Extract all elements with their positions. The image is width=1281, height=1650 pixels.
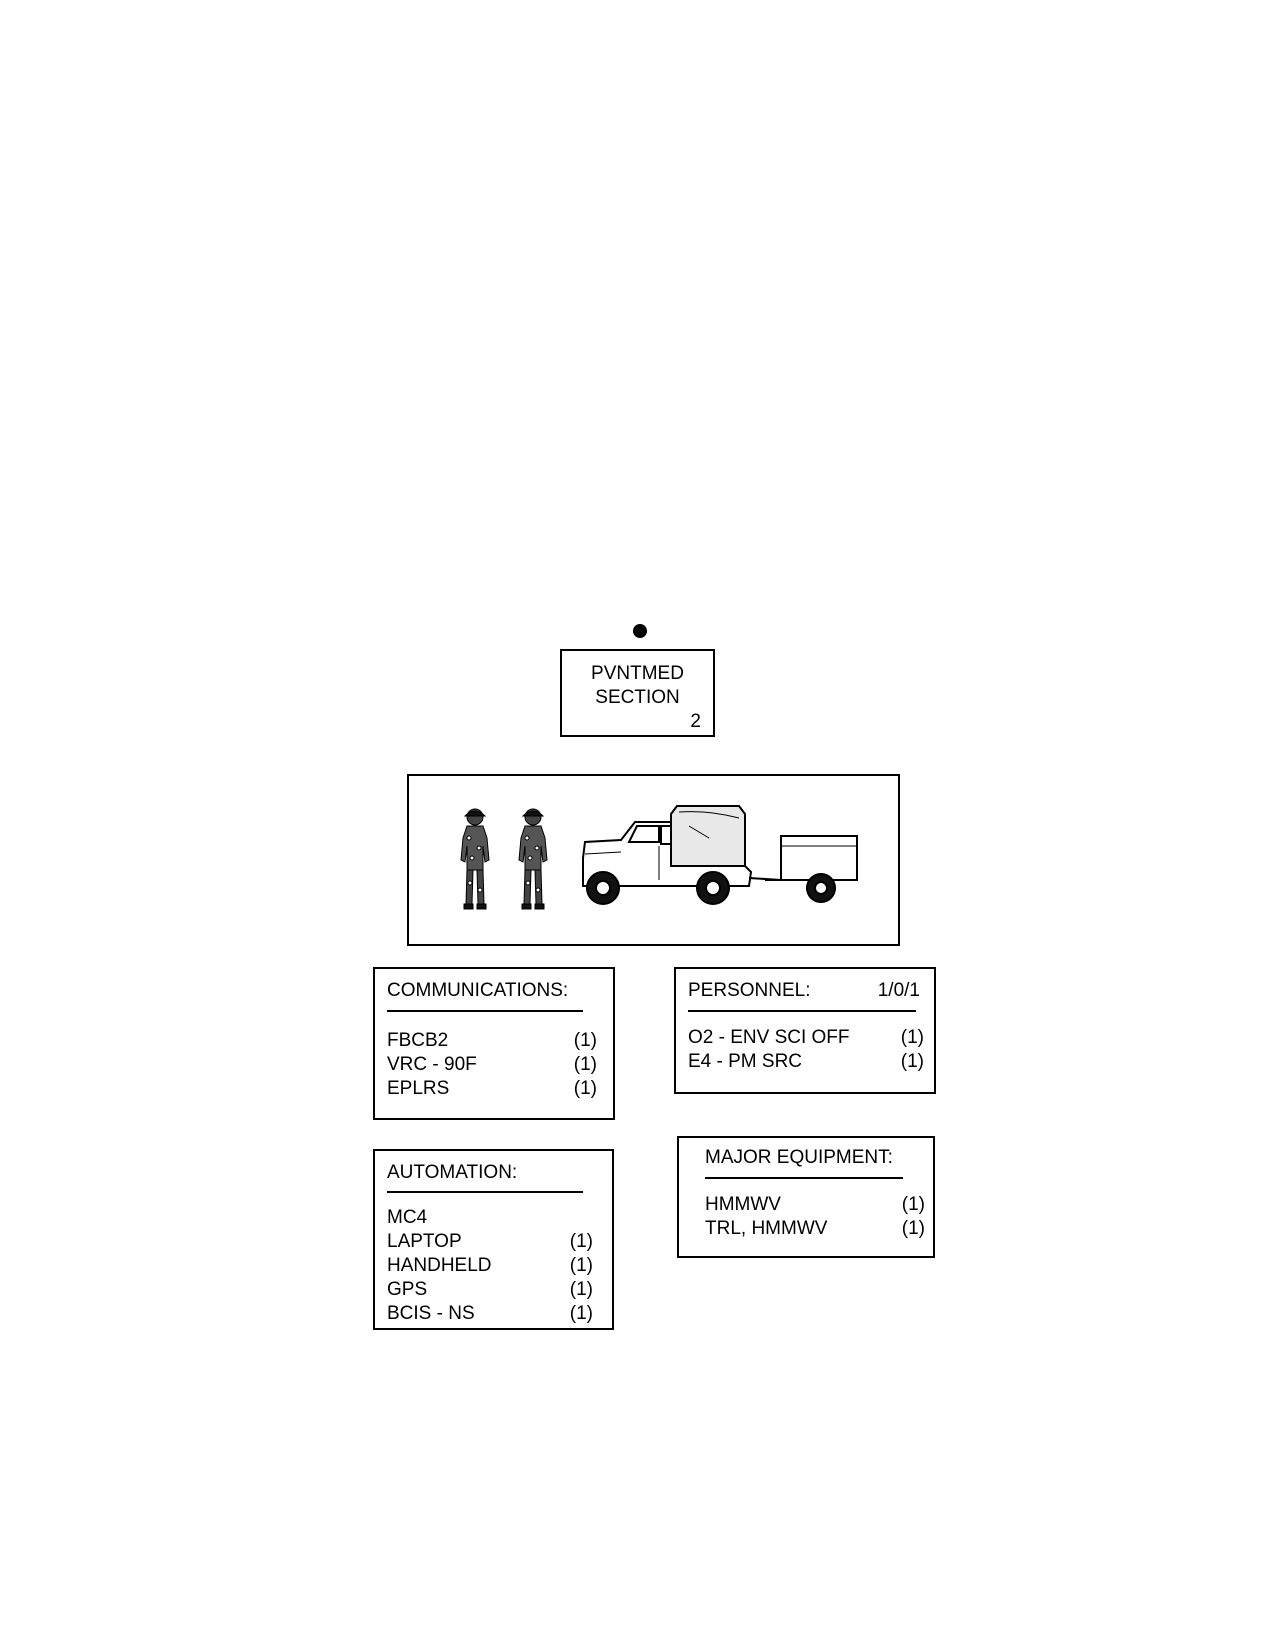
illustration-box bbox=[407, 774, 900, 946]
item-name: MC4 bbox=[387, 1207, 428, 1228]
item-name: TRL, HMMWV bbox=[705, 1218, 828, 1239]
item-qty: (1) bbox=[573, 1054, 597, 1075]
list-item: VRC - 90F (1) bbox=[387, 1053, 597, 1077]
personnel-title: PERSONNEL: bbox=[688, 980, 811, 1001]
item-name: VRC - 90F bbox=[387, 1054, 477, 1075]
list-item: GPS (1) bbox=[387, 1278, 593, 1302]
divider bbox=[387, 1010, 583, 1012]
item-name: FBCB2 bbox=[387, 1030, 449, 1051]
item-name: E4 - PM SRC bbox=[688, 1051, 803, 1072]
list-item: FBCB2 (1) bbox=[387, 1029, 597, 1053]
item-qty: (1) bbox=[569, 1255, 593, 1276]
list-item: HANDHELD (1) bbox=[387, 1254, 593, 1278]
major-equipment-title: MAJOR EQUIPMENT: bbox=[705, 1147, 893, 1168]
communications-panel: COMMUNICATIONS: FBCB2 (1) VRC - 90F (1) … bbox=[373, 967, 615, 1120]
item-qty: (1) bbox=[900, 1051, 924, 1072]
list-item: BCIS - NS (1) bbox=[387, 1302, 593, 1326]
soldier-icon bbox=[460, 808, 490, 910]
automation-panel: AUTOMATION: MC4 LAPTOP (1) HANDHELD (1) … bbox=[373, 1149, 614, 1330]
list-item: MC4 bbox=[387, 1206, 593, 1230]
list-item: HMMWV (1) bbox=[705, 1193, 925, 1217]
illustration-svg bbox=[460, 805, 858, 910]
item-qty: (1) bbox=[901, 1218, 925, 1239]
item-qty: (1) bbox=[573, 1030, 597, 1051]
unit-number: 2 bbox=[690, 711, 701, 732]
unit-name-line2: SECTION bbox=[595, 687, 680, 708]
major-equipment-panel: MAJOR EQUIPMENT: HMMWV (1) TRL, HMMWV (1… bbox=[677, 1136, 935, 1258]
item-qty: (1) bbox=[900, 1027, 924, 1048]
list-item: EPLRS (1) bbox=[387, 1077, 597, 1101]
list-item: O2 - ENV SCI OFF (1) bbox=[688, 1026, 924, 1050]
item-name: EPLRS bbox=[387, 1078, 450, 1099]
item-qty: (1) bbox=[569, 1279, 593, 1300]
trailer-icon bbox=[765, 835, 858, 903]
item-qty: (1) bbox=[901, 1194, 925, 1215]
connector-dot bbox=[633, 624, 647, 638]
unit-box: PVNTMED SECTION 2 bbox=[560, 649, 715, 737]
automation-title: AUTOMATION: bbox=[387, 1162, 518, 1183]
divider bbox=[688, 1010, 916, 1012]
personnel-strength: 1/0/1 bbox=[877, 980, 920, 1001]
item-qty: (1) bbox=[569, 1303, 593, 1324]
divider bbox=[387, 1191, 583, 1193]
divider bbox=[705, 1177, 903, 1179]
item-name: GPS bbox=[387, 1279, 428, 1300]
item-qty: (1) bbox=[573, 1078, 597, 1099]
unit-name-line1: PVNTMED bbox=[591, 663, 684, 684]
item-qty: (1) bbox=[569, 1231, 593, 1252]
personnel-panel: PERSONNEL: 1/0/1 O2 - ENV SCI OFF (1) E4… bbox=[674, 967, 936, 1094]
hmmwv-icon bbox=[582, 805, 782, 905]
list-item: TRL, HMMWV (1) bbox=[705, 1217, 925, 1241]
item-name: HMMWV bbox=[705, 1194, 781, 1215]
communications-title: COMMUNICATIONS: bbox=[387, 980, 569, 1001]
item-name: BCIS - NS bbox=[387, 1303, 475, 1324]
item-name: O2 - ENV SCI OFF bbox=[688, 1027, 850, 1048]
item-name: LAPTOP bbox=[387, 1231, 462, 1252]
list-item: LAPTOP (1) bbox=[387, 1230, 593, 1254]
soldier-icon bbox=[518, 808, 548, 910]
list-item: E4 - PM SRC (1) bbox=[688, 1050, 924, 1074]
item-name: HANDHELD bbox=[387, 1255, 492, 1276]
